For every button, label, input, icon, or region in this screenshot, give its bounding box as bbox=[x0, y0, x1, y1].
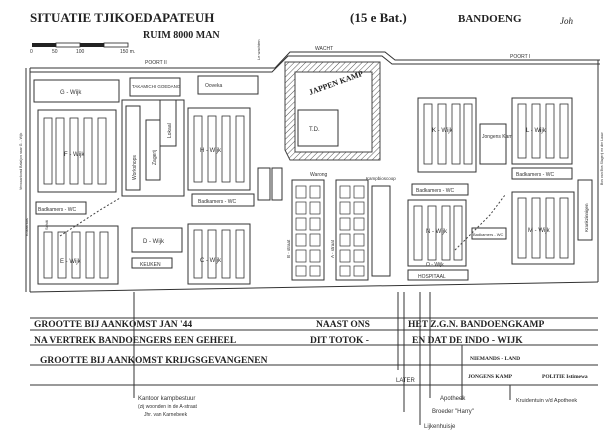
l-wijk-label: L - Wijk bbox=[526, 128, 547, 134]
kampbioscoop-area: Kampbioscoop bbox=[366, 176, 396, 277]
kantoor-sub-label: (zij woonden in de A-straat bbox=[138, 404, 198, 410]
ooveka-label: Ooveka bbox=[205, 83, 222, 89]
row1-right-label: HET Z.G.N. BANDOENGKAMP bbox=[408, 320, 544, 330]
workshops-label: Workshops bbox=[132, 155, 138, 180]
jappen-kamp-area: T.D. JAPPEN KAMP bbox=[284, 61, 381, 161]
badkamers-4-label: Badkamers - WC bbox=[516, 172, 554, 178]
camp-boundary bbox=[25, 51, 600, 293]
badkamers-3 bbox=[411, 183, 469, 196]
badkamers-3-label: Badkamers - WC bbox=[416, 188, 454, 194]
city-label: BANDOENG bbox=[458, 13, 522, 25]
row2-right-label: EN DAT DE INDO - WIJK bbox=[412, 336, 523, 346]
kampbioscoop-label: Kampbioscoop bbox=[366, 176, 396, 181]
n-wijk-label: N - Wijk bbox=[426, 229, 448, 235]
e-wijk-label: E - Wijk bbox=[60, 259, 82, 265]
later-label: LATER bbox=[396, 378, 416, 384]
row3-left-label: GROOTTE BIJ AANKOMST KRIJGSGEVANGENEN bbox=[40, 356, 268, 366]
scale-tick: 50 bbox=[52, 49, 58, 55]
badkamers-5 bbox=[471, 227, 507, 240]
takamichi-label: TAKAMICHI GOEDANG bbox=[132, 84, 181, 89]
jongens-kamp-label: Jongens Kamp bbox=[482, 134, 516, 140]
leader-lines bbox=[133, 292, 511, 425]
kantoor-name-label: Jhr. van Karnebeek bbox=[144, 412, 188, 418]
niemandsland-label: NIEMANDS - LAND bbox=[470, 356, 520, 362]
g-wijk-label: G - Wijk bbox=[60, 90, 82, 96]
row2-mid-label: DIT TOTOK - bbox=[310, 336, 369, 346]
le-wachten-label: Le wachten bbox=[256, 40, 261, 60]
central-buildings: Warong bbox=[257, 167, 328, 201]
schilt-label: Schilt bbox=[44, 219, 49, 230]
map-title: SITUATIE TJIKOEDAPATEUH bbox=[30, 10, 214, 25]
f-wijk-label: F - Wijk bbox=[64, 152, 85, 158]
m-wijk-label: M - Wijk bbox=[528, 228, 551, 234]
l-wijk-area: L - Wijk bbox=[511, 97, 573, 165]
h-wijk-label: H - Wijk bbox=[200, 148, 222, 154]
badkamers-2 bbox=[191, 193, 255, 207]
kruidentuin-label: Kruidentuin v/d Apotheek bbox=[516, 398, 577, 404]
kantoor-label: Kantoor kampbestuur bbox=[138, 396, 195, 402]
badkamers-1 bbox=[35, 201, 87, 215]
m-wijk-area: M - Wijk bbox=[511, 191, 575, 265]
broeder-label: Broeder "Harry" bbox=[432, 409, 474, 415]
h-wijk-area: H - Wijk bbox=[187, 107, 251, 191]
e-wijk-area: E - Wijk bbox=[37, 225, 119, 285]
lokaal-label: Lokaal bbox=[167, 123, 173, 138]
k-wijk-label: K - Wijk bbox=[432, 128, 454, 134]
krankzinnigen-building: Krankzinnigen bbox=[577, 179, 593, 241]
zagerij-label: Zagerij bbox=[152, 150, 158, 165]
b-straat-area: B - straat bbox=[286, 179, 325, 281]
c-wijk-label: C - Wijk bbox=[200, 258, 222, 264]
f-wijk-area: F - Wijk bbox=[37, 109, 117, 193]
d-wijk-label: D - Wijk bbox=[143, 239, 165, 245]
band-row-2: NA VERTREK BANDOENGERS EEN GEHEEL DIT TO… bbox=[30, 336, 598, 346]
k-wijk-area: K - Wijk bbox=[417, 97, 477, 173]
row1-mid-label: NAAST ONS bbox=[316, 320, 370, 330]
jongens-kamp-band-label: JONGENS KAMP bbox=[468, 374, 513, 380]
scale-tick: 150 m. bbox=[120, 49, 135, 55]
n-wijk-area: N - Wijk bbox=[407, 199, 467, 267]
scale-bar: 0 50 100 150 m. bbox=[30, 42, 135, 55]
b-straat-label: B - straat bbox=[286, 239, 291, 258]
band-row-3: GROOTTE BIJ AANKOMST KRIJGSGEVANGENEN bbox=[30, 356, 598, 366]
td-label: T.D. bbox=[309, 127, 320, 133]
map-subtitle: RUIM 8000 MAN bbox=[143, 30, 220, 41]
row1-left-label: GROOTTE BIJ AANKOMST JAN '44 bbox=[34, 320, 192, 330]
kraakhuis-label: Kraakhuis bbox=[24, 218, 29, 236]
band-row-1: GROOTTE BIJ AANKOMST JAN '44 NAAST ONS H… bbox=[30, 317, 598, 331]
poort-2-label: POORT II bbox=[145, 60, 167, 66]
badkamers-1-label: Badkamers - WC bbox=[38, 207, 76, 213]
d-wijk-area: D - Wijk bbox=[131, 227, 183, 253]
scale-tick: 0 bbox=[30, 49, 33, 55]
railway-line bbox=[454, 194, 506, 251]
badkamers-2-label: Badkamers - WC bbox=[198, 199, 236, 205]
o-wijk-label: O - Wijk bbox=[426, 262, 444, 268]
band-row-4: LATER NIEMANDS - LAND JONGENS KAMP POLIT… bbox=[30, 356, 598, 386]
badkamers-5-label: Badkamers - WC bbox=[473, 232, 504, 237]
politie-label: POLITIE Istimewa bbox=[542, 374, 588, 380]
battalion-label: (15 e Bat.) bbox=[350, 10, 407, 25]
road-left-label: Verwaarloosd Bataljon naar G. - Wijk bbox=[19, 133, 23, 190]
jongens-kamp-building bbox=[479, 123, 507, 165]
road-right-label: Bos van Bos Slagerij en der Lauw bbox=[600, 132, 604, 185]
badkamers-4 bbox=[511, 167, 573, 180]
g-wijk-area: G - Wijk TAKAMICHI GOEDANG Ooveka bbox=[33, 75, 259, 103]
lijkenhuisje-label: Lijkenhuisje bbox=[424, 424, 456, 430]
scale-tick: 100 bbox=[76, 49, 85, 55]
poort-1-label: POORT I bbox=[510, 54, 530, 60]
apotheek-label: Apotheek bbox=[440, 396, 466, 402]
c-wijk-area: C - Wijk bbox=[187, 223, 251, 285]
a-straat-label: A - straat bbox=[330, 239, 335, 258]
hospitaal bbox=[407, 269, 469, 281]
author-signature: Joh bbox=[560, 16, 573, 26]
krankzinnigen-label: Krankzinnigen bbox=[584, 203, 589, 232]
row2-left-label: NA VERTREK BANDOENGERS EEN GEHEEL bbox=[34, 336, 236, 346]
wacht-label: WACHT bbox=[315, 46, 333, 52]
keuken-label: KEUKEN bbox=[140, 262, 161, 268]
workshops-area: Workshops Zagerij Lokaal bbox=[121, 99, 185, 197]
keuken bbox=[131, 257, 173, 269]
a-straat-area: A - straat bbox=[330, 179, 369, 281]
hospitaal-label: HOSPITAAL bbox=[418, 274, 446, 280]
warong-label: Warong bbox=[310, 172, 328, 178]
